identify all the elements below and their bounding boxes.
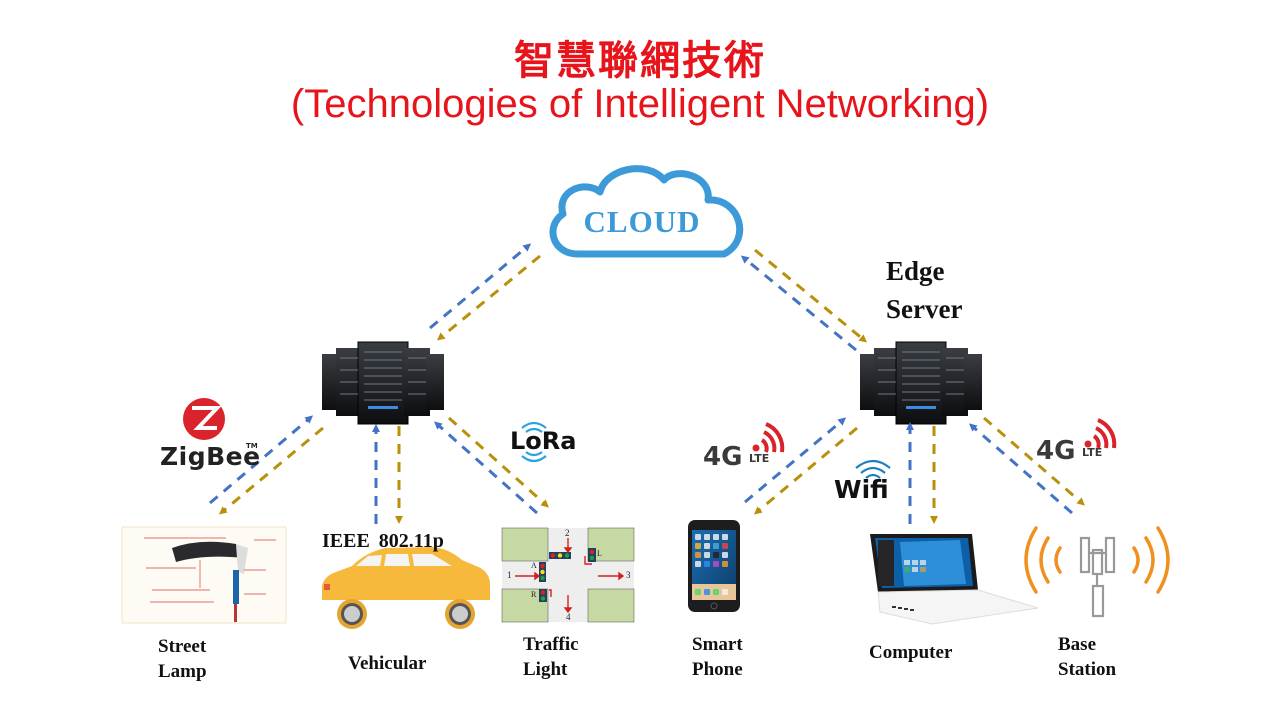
edge-server-label-line2: Server: [886, 294, 963, 324]
intersection-label-1: 1: [507, 570, 512, 580]
intersection-label-3: 3: [626, 570, 631, 580]
cloud-label: CLOUD: [583, 204, 701, 239]
arrow-edge-server-to-cloud: [740, 255, 857, 352]
cell-tower-icon: [1024, 526, 1170, 618]
intersection-label-2: 2: [565, 528, 570, 538]
lora-label: LoRa: [510, 427, 577, 455]
title-chinese: 智慧聯網技術: [514, 38, 766, 84]
smart-phone-label-line1: Smart: [692, 634, 743, 655]
zigbee-tm: TM: [246, 442, 258, 450]
street-lamp-icon: [121, 526, 287, 624]
intersection-label-4: 4: [566, 612, 571, 622]
intersection-label-r: R: [531, 590, 537, 599]
arrow-edge-server-to-base-station: [983, 416, 1086, 506]
title-english: (Technologies of Intelligent Networking): [290, 82, 990, 126]
4g-lte-right-signal-icon: [1084, 418, 1117, 449]
arrow-left-server-to-cloud: [429, 243, 532, 330]
4g-lte-left-sub: LTE: [749, 452, 770, 465]
arrow-traffic-light-to-server: [434, 421, 538, 515]
vehicular-label: Vehicular: [348, 653, 427, 674]
base-station-label-line2: Station: [1058, 659, 1117, 680]
laptop-icon: [870, 534, 1039, 625]
arrow-server-to-traffic-light: [447, 416, 549, 508]
street-lamp-label: Street Lamp: [158, 634, 207, 684]
intersection-label-l: L: [597, 549, 602, 558]
4g-lte-right-sub: LTE: [1082, 446, 1103, 459]
intersection-label-a: A: [531, 561, 537, 570]
zigbee-label: ZigBee: [160, 442, 261, 471]
traffic-light-label-line1: Traffic: [523, 634, 579, 655]
left-server-icon: [322, 341, 444, 425]
4g-lte-left-signal-icon: [752, 422, 785, 453]
4g-lte-right-main: 4G: [1036, 436, 1076, 466]
arrow-cloud-to-edge-server: [754, 248, 868, 343]
street-lamp-label-line1: Street: [158, 636, 207, 657]
edge-server-label-line1: Edge: [886, 256, 945, 286]
street-lamp-label-line2: Lamp: [158, 661, 207, 682]
cloud-icon: [549, 165, 744, 258]
wifi-label: Wifi: [834, 475, 889, 504]
lora-signal-icon: [521, 421, 547, 463]
arrow-street-lamp-to-server: [209, 415, 314, 505]
smart-phone-label-line2: Phone: [692, 659, 743, 680]
arrow-phone-to-edge-server: [744, 417, 847, 504]
traffic-intersection-icon: [501, 527, 635, 623]
arrow-base-station-to-edge-server: [968, 423, 1073, 515]
wifi-signal-icon: [855, 459, 891, 479]
ieee-80211p-label: IEEE 802.11p: [322, 530, 444, 552]
car-icon: [322, 547, 490, 629]
arrow-cloud-to-left-server: [436, 254, 541, 341]
smart-phone-label: Smart Phone: [692, 632, 743, 682]
edge-server-icon: [860, 341, 982, 425]
computer-label: Computer: [869, 642, 953, 663]
4g-lte-left-main: 4G: [703, 442, 743, 472]
traffic-light-label-line2: Light: [523, 659, 568, 680]
base-station-label: Base Station: [1058, 632, 1116, 682]
zigbee-logo-icon: [183, 398, 225, 440]
smartphone-icon: [688, 520, 740, 612]
base-station-label-line1: Base: [1058, 634, 1096, 655]
arrow-server-to-street-lamp: [218, 426, 324, 515]
traffic-light-label: Traffic Light: [523, 632, 579, 682]
arrow-edge-server-to-phone: [753, 426, 858, 515]
